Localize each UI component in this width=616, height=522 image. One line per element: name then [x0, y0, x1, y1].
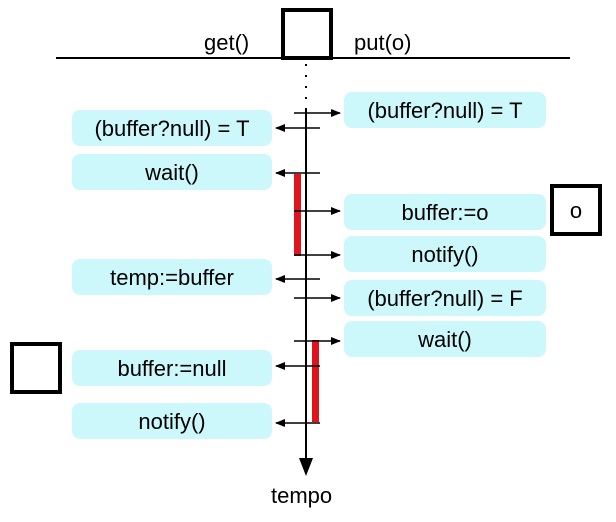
step-box: [72, 110, 272, 146]
step-box: [344, 321, 546, 357]
object-token-box: [550, 184, 602, 236]
object-token-label: o: [570, 198, 582, 223]
step-label: buffer:=null: [117, 356, 226, 381]
step-label: (buffer?null) = T: [94, 116, 249, 141]
step-label: (buffer?null) = F: [367, 286, 523, 311]
wait-bar-put: [312, 340, 319, 422]
time-axis-label: tempo: [271, 483, 332, 508]
left-step: (buffer?null) = T: [72, 110, 320, 146]
step-box: [344, 92, 546, 128]
left-step: temp:=buffer: [72, 259, 320, 295]
left-step: wait(): [72, 154, 320, 190]
step-box: [72, 259, 272, 295]
step-box: [344, 280, 546, 316]
step-box: [72, 350, 272, 386]
put-label: put(o): [354, 30, 411, 55]
step-label: wait(): [417, 327, 472, 352]
right-step: (buffer?null) = F: [294, 280, 546, 316]
monitor-box: [281, 8, 333, 60]
right-step: notify(): [294, 236, 546, 272]
step-box: [72, 403, 272, 439]
right-step: buffer:=o: [294, 194, 546, 230]
empty-token-box: [10, 342, 62, 394]
step-label: temp:=buffer: [110, 265, 234, 290]
get-label: get(): [204, 30, 249, 55]
timeline-arrowhead: [299, 458, 313, 476]
wait-bar-get: [294, 174, 301, 256]
step-label: (buffer?null) = T: [367, 98, 522, 123]
step-box: [344, 194, 546, 230]
right-step: wait(): [294, 321, 546, 357]
step-box: [72, 154, 272, 190]
step-label: notify(): [138, 409, 205, 434]
left-step: notify(): [72, 403, 320, 439]
step-label: buffer:=o: [401, 200, 488, 225]
step-box: [344, 236, 546, 272]
step-label: notify(): [411, 242, 478, 267]
left-step: buffer:=null: [72, 350, 320, 386]
right-step: (buffer?null) = T: [294, 92, 546, 128]
step-label: wait(): [144, 160, 199, 185]
